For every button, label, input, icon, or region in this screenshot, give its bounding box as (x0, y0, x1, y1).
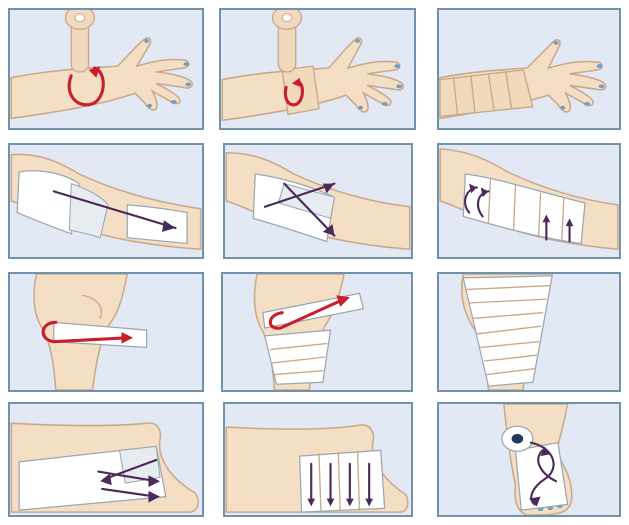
wrapped-bandage-icon (282, 66, 319, 114)
bandage-icon (253, 174, 334, 242)
panel-ankle-step-1 (8, 402, 204, 517)
wrist-step-2-illustration (221, 10, 414, 128)
ankle-step-2-illustration (225, 404, 411, 515)
panel-wrist-step-2 (219, 8, 416, 130)
panel-knee-step-2 (221, 272, 413, 392)
elbow-step-1-illustration (10, 145, 202, 257)
panel-elbow-step-1 (8, 143, 204, 259)
panel-knee-step-3 (437, 272, 621, 392)
ankle-step-3-illustration (439, 404, 619, 515)
panel-knee-step-1 (8, 272, 204, 392)
knee-step-3-illustration (439, 274, 619, 390)
panel-wrist-step-1 (8, 8, 204, 130)
panel-wrist-step-3 (437, 8, 621, 130)
panel-ankle-step-3 (437, 402, 621, 517)
ankle-step-1-illustration (10, 404, 202, 515)
wrist-step-3-illustration (439, 10, 619, 128)
panel-ankle-step-2 (223, 402, 413, 517)
bandage-roll-icon (65, 10, 94, 72)
bandage-roll-icon (273, 10, 302, 72)
knee-step-2-illustration (223, 274, 411, 390)
panel-elbow-step-3 (437, 143, 621, 259)
wrist-step-1-illustration (10, 10, 202, 128)
knee-step-1-illustration (10, 274, 202, 390)
elbow-step-2-illustration (225, 145, 411, 257)
bandage-roll-icon (502, 426, 533, 451)
panel-elbow-step-2 (223, 143, 413, 259)
wrapped-bandage-icon (463, 276, 552, 386)
elbow-step-3-illustration (439, 145, 619, 257)
